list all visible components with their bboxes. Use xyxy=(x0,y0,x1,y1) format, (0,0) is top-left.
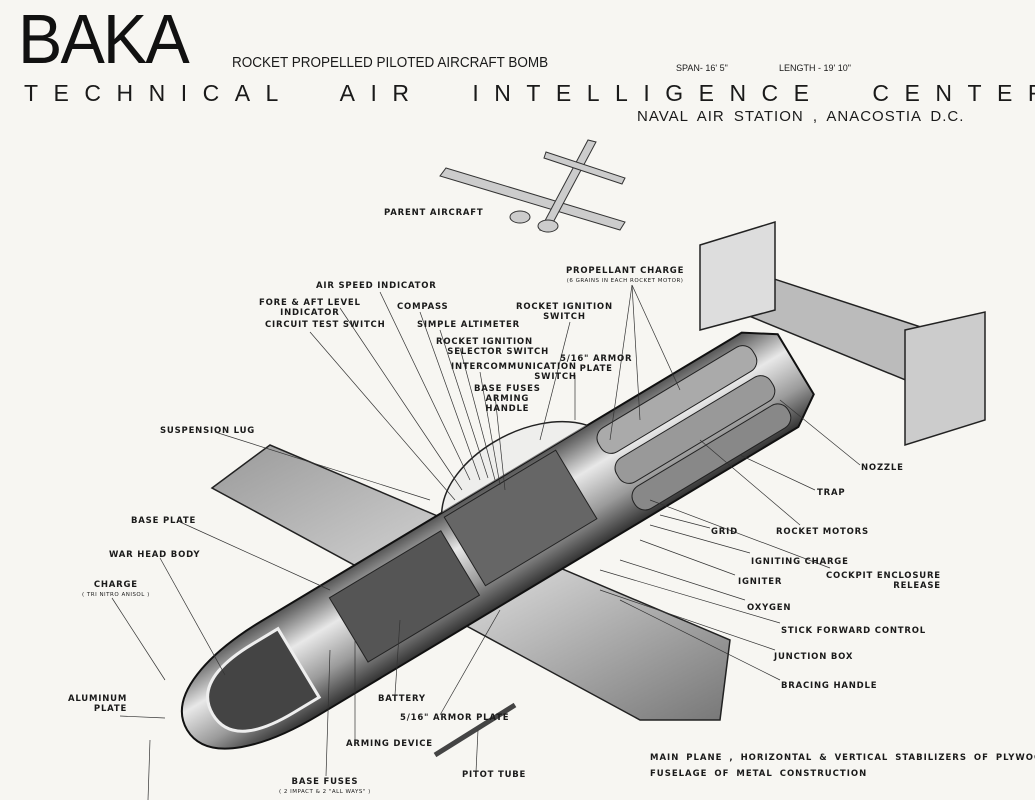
label-rocket-ignition-selector-switch: ROCKET IGNITION SELECTOR SWITCH xyxy=(436,337,549,357)
label-war-head-body: WAR HEAD BODY xyxy=(109,550,201,560)
label-line: SELECTOR SWITCH xyxy=(447,347,550,357)
station: NAVAL AIR STATION , ANACOSTIA D.C. xyxy=(637,108,965,125)
label-line: 5/16" ARMOR xyxy=(560,354,633,364)
label-nozzle: NOZZLE xyxy=(861,463,904,473)
page-title: BAKA xyxy=(18,0,190,78)
label-trap: TRAP xyxy=(817,488,846,498)
label-sub: ( TRI NITRO ANISOL ) xyxy=(82,592,150,598)
tail-assembly xyxy=(699,220,986,447)
fuselage xyxy=(180,331,815,750)
label-pitot-tube: PITOT TUBE xyxy=(462,770,527,780)
label-line: FORE & AFT LEVEL xyxy=(259,298,361,308)
label-oxygen: OXYGEN xyxy=(747,603,792,613)
label-line: ROCKET IGNITION xyxy=(516,302,613,312)
label-base-plate: BASE PLATE xyxy=(131,516,197,526)
subtitle: ROCKET PROPELLED PILOTED AIRCRAFT BOMB xyxy=(232,54,549,71)
label-simple-altimeter: SIMPLE ALTIMETER xyxy=(417,320,520,330)
label-arming-device: ARMING DEVICE xyxy=(346,739,433,749)
label-igniting-charge: IGNITING CHARGE xyxy=(751,557,849,567)
label-line: INDICATOR xyxy=(280,308,340,318)
label-sub: ( 2 IMPACT & 2 "ALL WAYS" ) xyxy=(279,789,371,795)
label-line: PROPELLANT CHARGE xyxy=(566,266,685,276)
label-line: INTERCOMMUNICATION xyxy=(451,362,577,372)
label-line: ROCKET IGNITION xyxy=(436,337,533,347)
label-line: ARMING xyxy=(485,394,530,404)
label-line: PLATE xyxy=(579,364,613,374)
label-rocket-motors: ROCKET MOTORS xyxy=(776,527,869,537)
label-line: BASE FUSES xyxy=(474,384,541,394)
length-dimension: LENGTH - 19' 10" xyxy=(779,63,851,73)
label-armor-plate-lower: 5/16" ARMOR PLATE xyxy=(400,713,510,723)
construction-note-2: FUSELAGE OF METAL CONSTRUCTION xyxy=(650,769,868,779)
leader-lines xyxy=(111,284,861,800)
label-junction-box: JUNCTION BOX xyxy=(774,652,854,662)
label-parent-aircraft: PARENT AIRCRAFT xyxy=(384,208,484,218)
label-line: SWITCH xyxy=(543,312,586,322)
label-line: CHARGE xyxy=(93,580,138,590)
organization: TECHNICAL AIR INTELLIGENCE CENTER xyxy=(24,80,1035,106)
label-line: RELEASE xyxy=(893,581,941,591)
span-dimension: SPAN- 16' 5" xyxy=(676,63,728,73)
label-propellant-charge: PROPELLANT CHARGE (6 GRAINS IN EACH ROCKE… xyxy=(566,266,684,286)
label-igniter: IGNITER xyxy=(738,577,783,587)
label-air-speed-indicator: AIR SPEED INDICATOR xyxy=(316,281,437,291)
label-line: PLATE xyxy=(93,704,128,714)
label-line: ALUMINUM xyxy=(68,694,128,704)
label-base-fuses: BASE FUSES ( 2 IMPACT & 2 "ALL WAYS" ) xyxy=(279,777,371,797)
label-line: HANDLE xyxy=(485,404,530,414)
label-sub: (6 GRAINS IN EACH ROCKET MOTOR) xyxy=(566,278,684,284)
label-line: SWITCH xyxy=(534,372,577,382)
parent-aircraft-drawing xyxy=(439,139,626,233)
construction-note-1: MAIN PLANE , HORIZONTAL & VERTICAL STABI… xyxy=(650,753,1035,763)
label-line: COCKPIT ENCLOSURE xyxy=(826,571,941,581)
label-line: BASE FUSES xyxy=(291,777,359,787)
label-battery: BATTERY xyxy=(378,694,426,704)
label-stick-forward-control: STICK FORWARD CONTROL xyxy=(781,626,926,636)
label-grid: GRID xyxy=(711,527,738,537)
label-compass: COMPASS xyxy=(397,302,449,312)
label-charge: CHARGE ( TRI NITRO ANISOL ) xyxy=(82,580,150,600)
pitot-tube-drawing xyxy=(433,702,517,758)
label-bracing-handle: BRACING HANDLE xyxy=(781,681,878,691)
label-circuit-test-switch: CIRCUIT TEST SWITCH xyxy=(265,320,386,330)
label-suspension-lug: SUSPENSION LUG xyxy=(160,426,256,436)
